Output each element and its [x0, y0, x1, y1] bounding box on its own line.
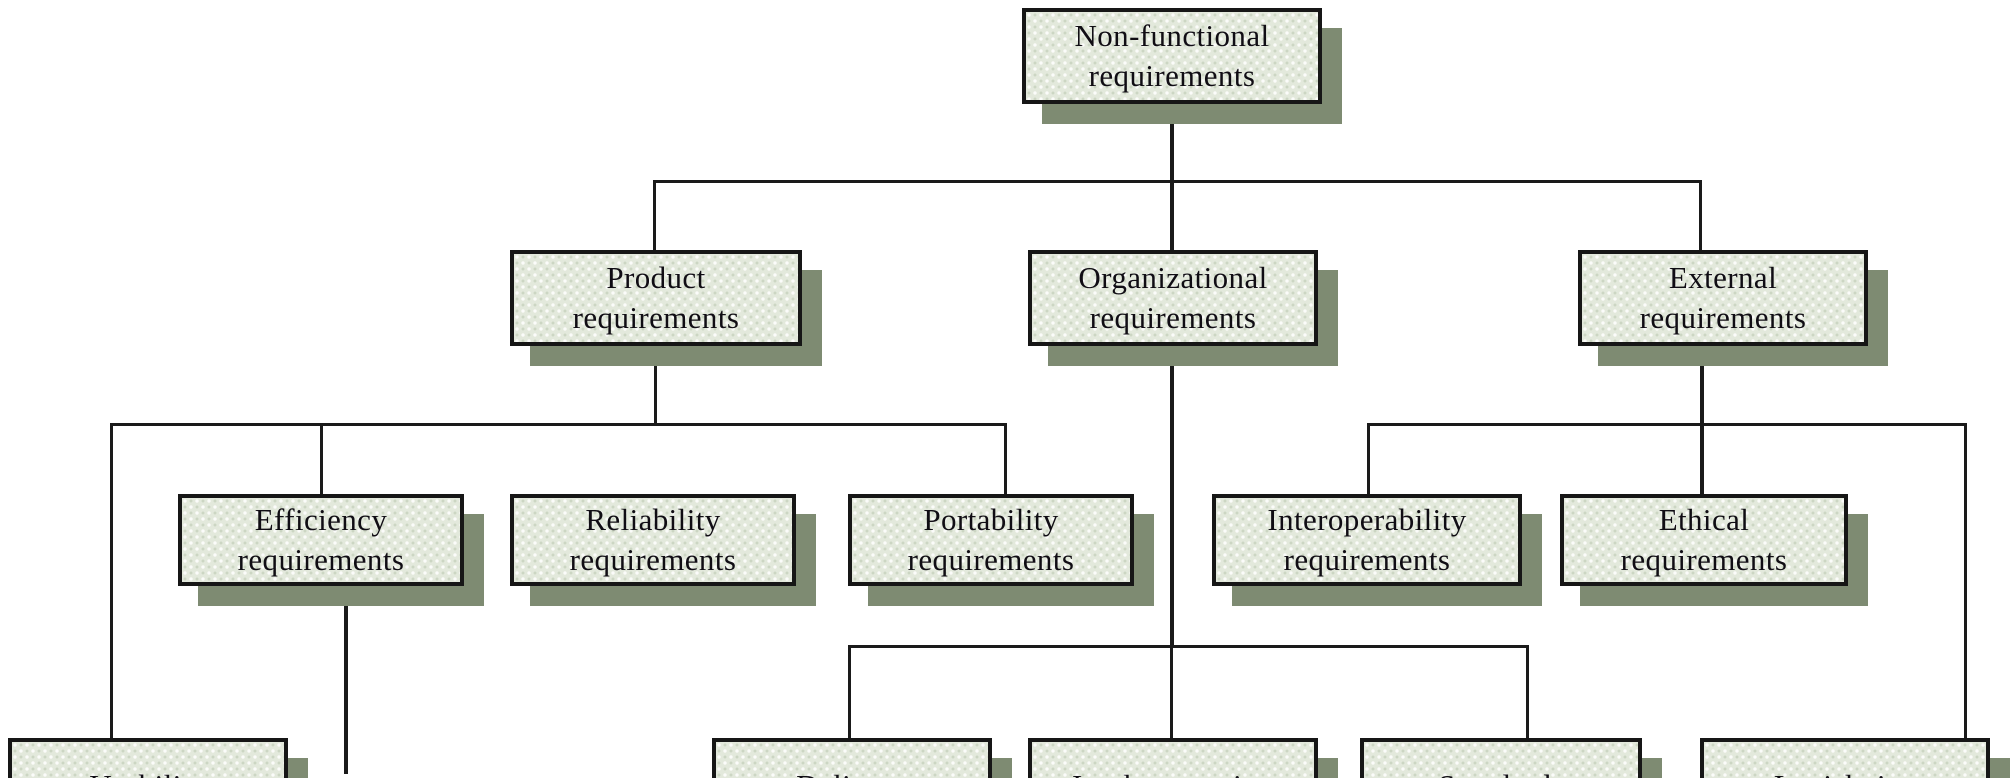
node-label: Standards	[1432, 766, 1570, 778]
edge-product-stem	[654, 346, 657, 426]
node-efficiency-requirements[interactable]: Efficiency requirements	[178, 494, 464, 586]
node-portability-requirements[interactable]: Portability requirements	[848, 494, 1134, 586]
node-interoperability-requirements[interactable]: Interoperability requirements	[1212, 494, 1522, 586]
node-label: Legislative	[1768, 766, 1922, 778]
edge-organizational-stem	[1170, 346, 1174, 646]
node-ethical-requirements[interactable]: Ethical requirements	[1560, 494, 1848, 586]
edge-bus-to-standards	[1526, 645, 1529, 741]
edge-bus-to-delivery	[848, 645, 851, 741]
node-delivery[interactable]: Delivery	[712, 738, 992, 778]
edge-efficiency-to-usability	[344, 586, 348, 774]
node-reliability-requirements[interactable]: Reliability requirements	[510, 494, 796, 586]
node-standards[interactable]: Standards	[1360, 738, 1642, 778]
edge-bus-to-efficiency	[320, 423, 323, 495]
node-label: Implementation	[1066, 766, 1280, 778]
node-label: Portability requirements	[907, 501, 1075, 577]
edge-bus-to-efficiency-rail	[110, 423, 113, 773]
node-label: Efficiency requirements	[237, 501, 405, 577]
node-non-functional-requirements[interactable]: Non-functional requirements	[1022, 8, 1322, 104]
edge-external-to-ethical	[1700, 346, 1704, 496]
node-legislative[interactable]: Legislative	[1700, 738, 1990, 778]
edge-root-stem	[1170, 104, 1174, 304]
edge-organizational-bus	[848, 645, 1528, 648]
node-label: Organizational requirements	[1078, 259, 1268, 335]
node-label: Interoperability requirements	[1267, 501, 1467, 577]
node-usability[interactable]: Usability	[8, 738, 288, 778]
edge-bus-to-implementation	[1170, 645, 1173, 741]
edge-product-bus	[110, 423, 1007, 426]
node-label: Usability	[83, 766, 212, 778]
edge-bus-to-interoperability	[1367, 423, 1370, 495]
node-organizational-requirements[interactable]: Organizational requirements	[1028, 250, 1318, 346]
node-label: Product requirements	[572, 259, 740, 335]
edge-bus-to-portability	[1004, 423, 1007, 495]
edge-bus-to-product	[653, 180, 656, 252]
node-product-requirements[interactable]: Product requirements	[510, 250, 802, 346]
node-label: Reliability requirements	[569, 501, 737, 577]
edge-level1-bus	[653, 180, 1702, 183]
node-external-requirements[interactable]: External requirements	[1578, 250, 1868, 346]
node-label: Delivery	[790, 766, 914, 778]
node-label: External requirements	[1639, 259, 1807, 335]
edge-external-bus	[1367, 423, 1967, 426]
edge-bus-to-legislative-rail	[1964, 423, 1967, 773]
edge-bus-to-external	[1699, 180, 1702, 252]
node-implementation[interactable]: Implementation	[1028, 738, 1318, 778]
node-label: Ethical requirements	[1620, 501, 1788, 577]
node-label: Non-functional requirements	[1074, 17, 1270, 93]
